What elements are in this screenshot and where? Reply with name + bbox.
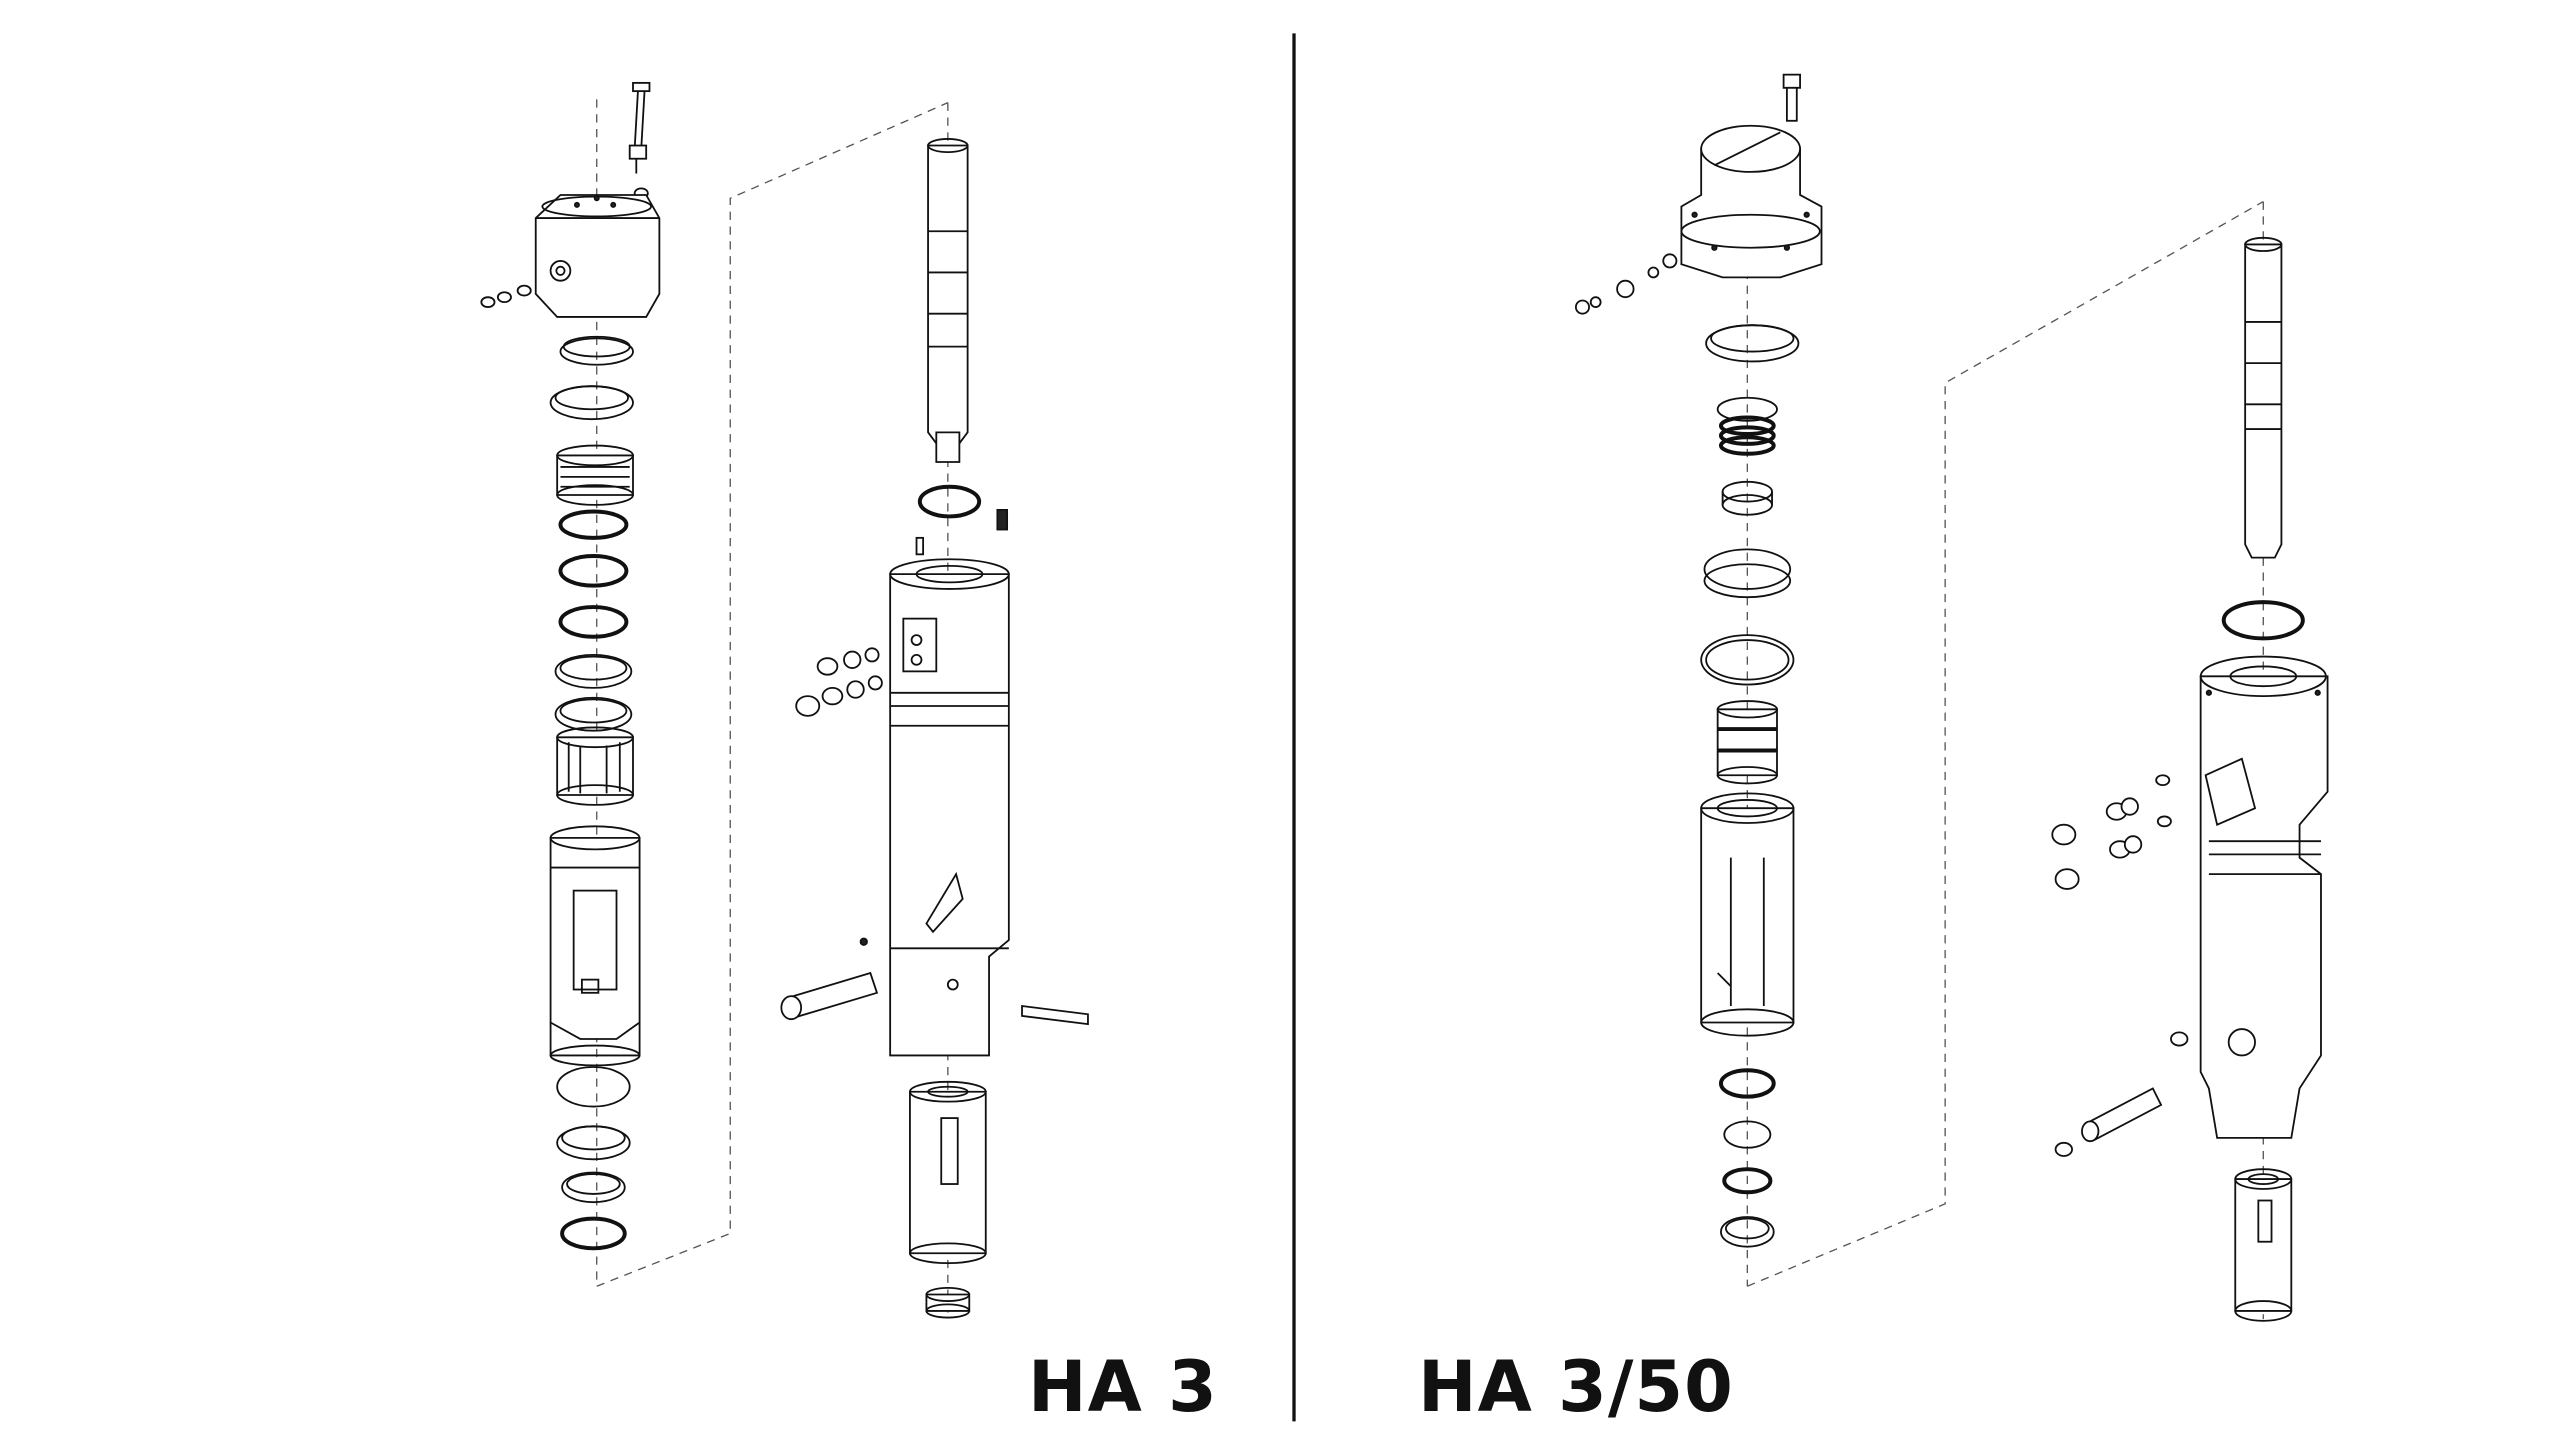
ha3-side-fitting [480,284,532,308]
ha3-end-cap [925,1286,971,1319]
ha3-seal-rings-upper [549,335,634,421]
model-label-ha3: HA 3 [1028,1346,1218,1428]
ha350-lower-housing [1700,792,1795,1037]
model-label-ha350: HA 3/50 [1418,1346,1734,1428]
ha3-cross-pin [780,937,879,1021]
ha3-top-bolt [628,81,651,200]
ha3-rod [1021,1004,1089,1026]
ha350-piston-oring [2221,600,2305,641]
ha350-bushing-small [1721,480,1773,516]
ha350-seal-rings-middle [1700,548,1795,686]
ha3-seal-rings-lower [556,1066,631,1251]
ha350-alignment-lines [1746,181,2264,1320]
ha3-piston-oring [917,484,982,519]
ha3-assembly [480,81,1089,1320]
ha3-small-screw [996,509,1009,531]
ha350-tool-holder [2234,1168,2293,1322]
ha3-collet [556,726,634,806]
ha350-assembly [1574,73,2329,1322]
ha3-lower-housing [549,825,641,1067]
ha350-seal-rings-upper [1705,324,1800,363]
ha350-cross-pin [2054,1031,2189,1157]
ha350-side-fitting [1574,253,1678,315]
ha3-main-cylinder [889,558,1010,1057]
ha3-cylinder-head [534,194,661,318]
ha3-tool-holder [909,1080,987,1265]
ha3-o-rings-middle [554,509,633,732]
ha350-cylinder-cap [1680,124,1823,279]
ha350-top-bolt [1782,73,1801,122]
ha350-side-valves [2051,774,2172,890]
ha350-piston-shaft [2244,236,2283,559]
ha350-spring [1716,396,1778,456]
ha350-seal-rings-lower [1718,1068,1776,1248]
ha3-spring-bushing [556,444,634,506]
ha3-piston-shaft [927,138,969,463]
ha3-side-valves [795,647,883,717]
ha350-collet [1716,700,1778,785]
ha3-pin [915,536,925,556]
ha350-main-cylinder [2199,655,2329,1139]
